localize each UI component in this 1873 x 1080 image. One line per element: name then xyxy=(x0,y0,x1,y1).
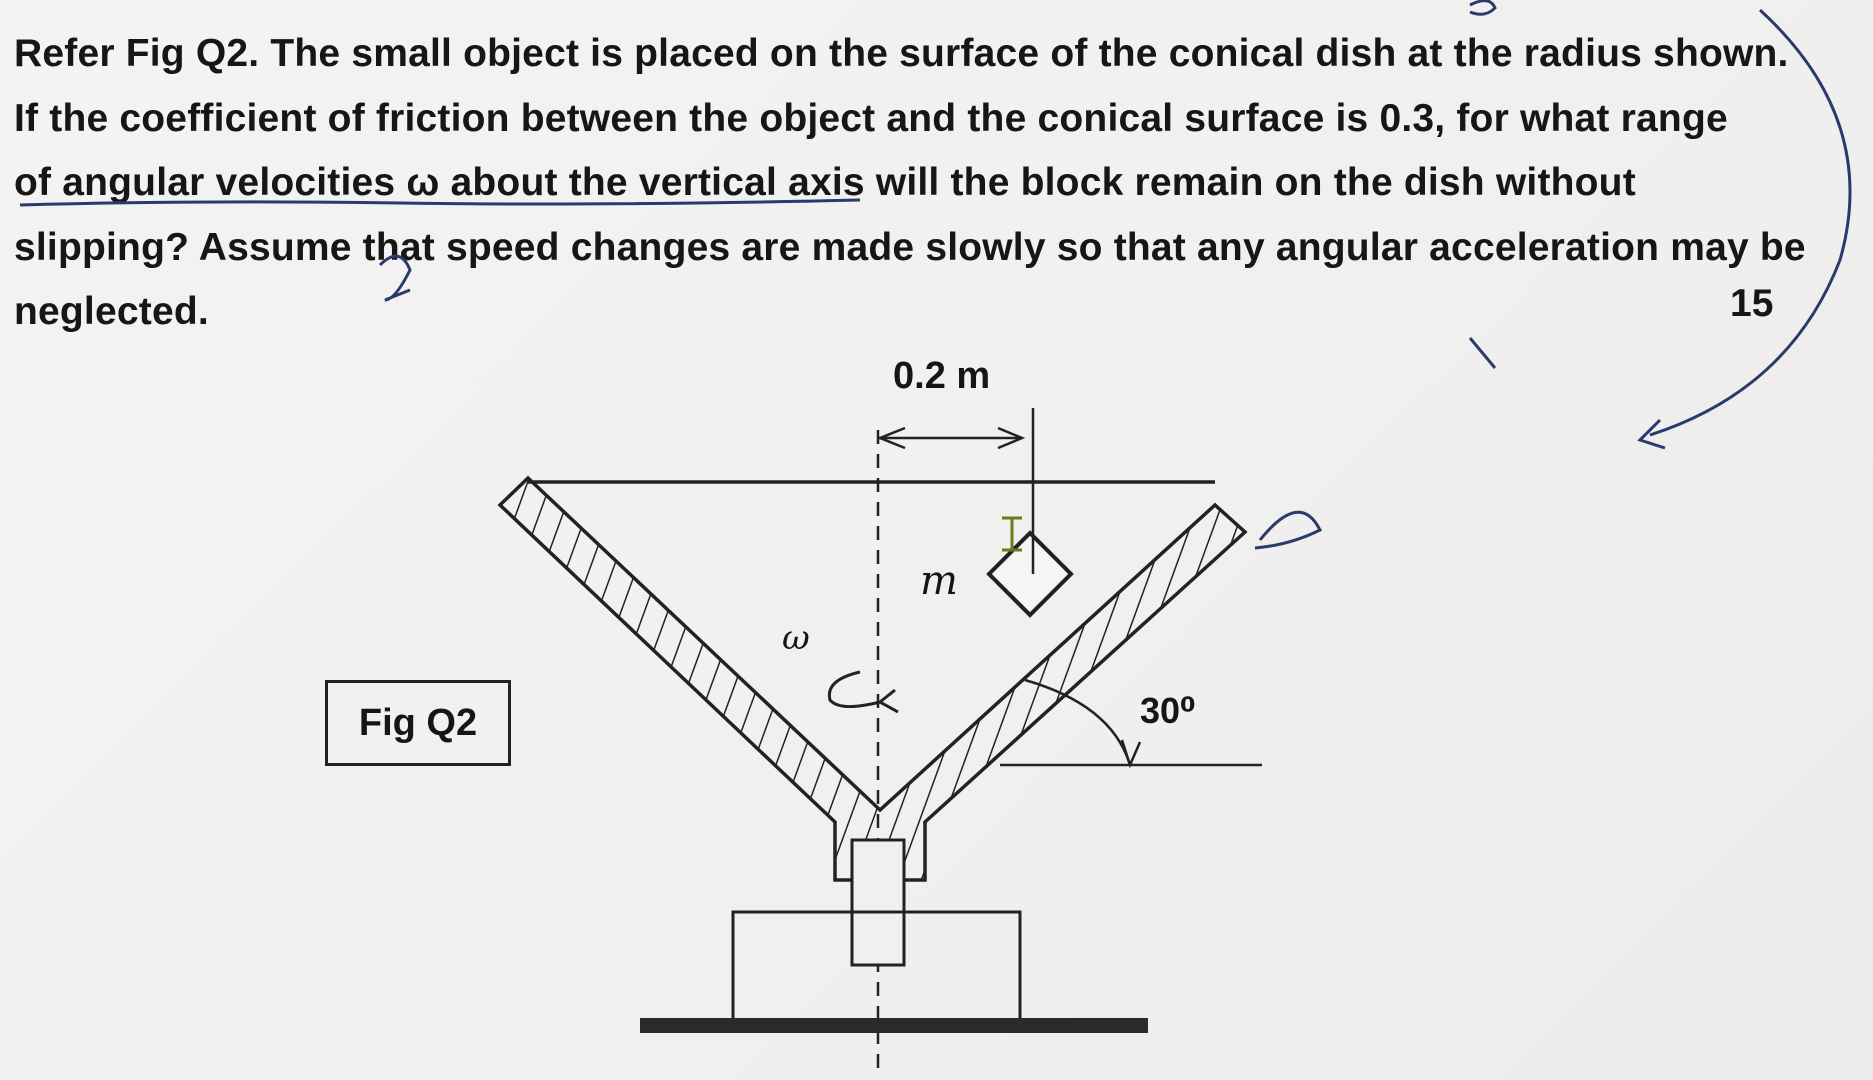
angular-velocity-label: ω xyxy=(782,618,810,658)
question-line-5: neglected. xyxy=(14,290,209,333)
question-line-2: If the coefficient of friction between t… xyxy=(14,96,1728,140)
text-cursor-icon xyxy=(1002,516,1022,552)
question-line-3: of angular velocities ω about the vertic… xyxy=(14,161,1636,204)
radius-dimension xyxy=(876,426,1026,450)
pen-curve-arrow xyxy=(1649,8,1852,437)
question-line-1: Refer Fig Q2. The small object is placed… xyxy=(14,32,1789,75)
pen-scribble xyxy=(1468,337,1497,369)
dish xyxy=(497,475,1248,882)
pen-mark-top xyxy=(1469,0,1497,16)
radius-dimension-label: 0.2 m xyxy=(893,355,991,397)
angle-marker xyxy=(1000,678,1262,769)
mass-block xyxy=(986,408,1074,618)
figure-reference: Fig Q2 xyxy=(125,32,249,75)
pen-arrowhead xyxy=(1637,418,1666,450)
question-line-4: slipping? Assume that speed changes are … xyxy=(14,225,1806,269)
base xyxy=(640,910,1148,1033)
cone-angle-label: 30⁰ xyxy=(1140,690,1196,731)
pen-squiggle xyxy=(378,254,412,302)
rotation-arrow xyxy=(827,670,899,714)
pen-mark-right xyxy=(1254,510,1323,550)
figure-label: Fig Q2 xyxy=(325,680,511,766)
pen-annotations xyxy=(19,0,1852,550)
question-text: Refer Fig Q2. The small object is placed… xyxy=(14,22,1806,345)
marks-value: 15 xyxy=(1730,282,1774,325)
mass-label: m xyxy=(920,558,958,604)
pen-underline xyxy=(19,198,861,207)
shaft xyxy=(850,838,906,967)
